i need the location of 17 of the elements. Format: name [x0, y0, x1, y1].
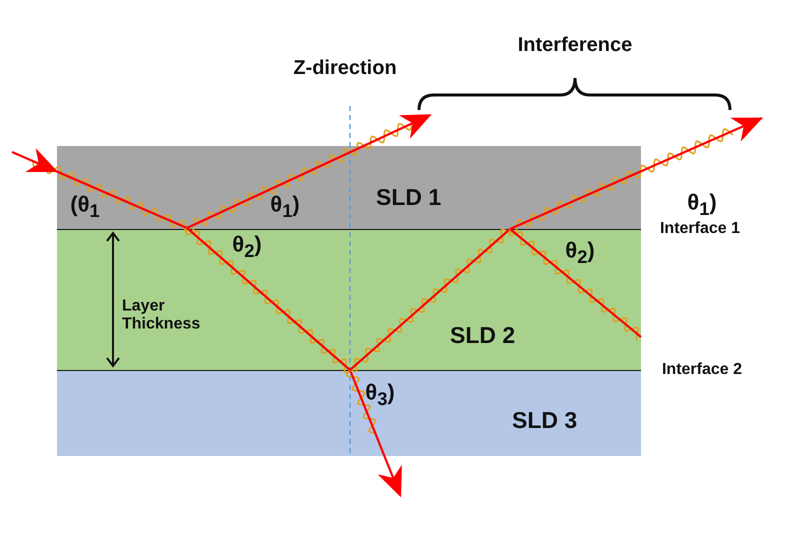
angle-label: θ$_{1}$): [270, 192, 300, 222]
angle-label: θ$_{2}$): [232, 232, 262, 262]
interface-label: Interface 2: [662, 361, 742, 379]
angle-label: θ$_{3}$): [365, 380, 395, 410]
heading-label: Interference: [518, 34, 632, 56]
angle-label: (θ$_{1}$: [70, 192, 100, 222]
angle-label: θ$_{2}$): [565, 238, 595, 268]
layer-label: SLD 1: [376, 184, 442, 211]
layer-label: SLD 2: [450, 322, 516, 349]
dimension-label: Layer Thickness: [122, 297, 202, 333]
angle-label: θ$_{1}$): [687, 190, 717, 220]
layer-band: [57, 229, 641, 370]
interface-label: Interface 1: [660, 220, 740, 238]
layer-band: [57, 146, 641, 229]
layer-label: SLD 3: [512, 407, 578, 434]
layer-band: [57, 370, 641, 456]
axis-label: Z-direction: [293, 57, 397, 79]
